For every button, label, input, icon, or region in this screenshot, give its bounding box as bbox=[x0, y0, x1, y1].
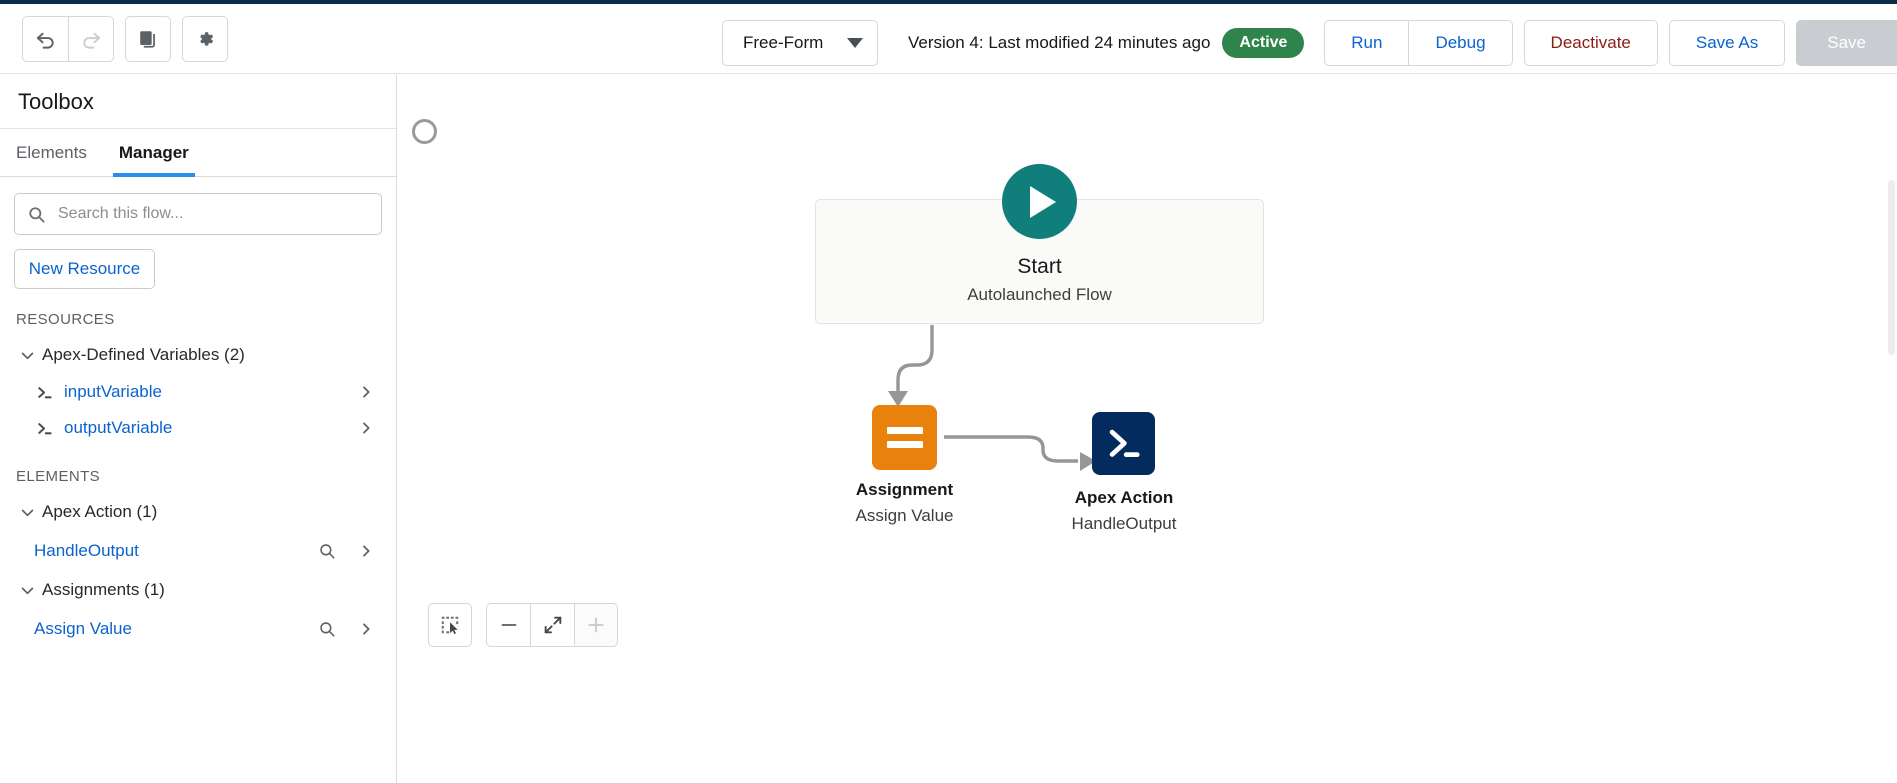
apex-console-icon bbox=[1092, 412, 1155, 475]
start-play-button[interactable] bbox=[1002, 164, 1077, 239]
resource-item-label: inputVariable bbox=[64, 382, 162, 401]
undo-redo-group bbox=[22, 15, 114, 62]
assignment-node[interactable] bbox=[872, 405, 937, 470]
search-input[interactable] bbox=[56, 204, 369, 224]
zoom-button-group bbox=[486, 603, 618, 647]
flow-version-text: Version 4: Last modified 24 minutes ago bbox=[908, 33, 1211, 52]
new-resource-container: New Resource bbox=[0, 235, 396, 289]
assignment-node-label: Assignment Assign Value bbox=[802, 480, 1007, 526]
apex-variable-icon bbox=[34, 382, 64, 403]
zoom-in-icon bbox=[588, 617, 604, 633]
resource-item-inputvariable[interactable]: inputVariable bbox=[0, 374, 396, 410]
layout-mode-select[interactable]: Free-Form bbox=[722, 20, 878, 66]
search-container bbox=[0, 177, 396, 235]
equals-icon-bar2 bbox=[886, 441, 923, 448]
flow-settings-button[interactable] bbox=[182, 15, 228, 62]
equals-icon bbox=[886, 427, 923, 434]
element-item-actions bbox=[318, 620, 382, 638]
assignment-node-subtitle: Assign Value bbox=[855, 506, 954, 525]
start-node-title: Start bbox=[1017, 254, 1062, 278]
run-debug-group: Run Debug bbox=[1324, 20, 1513, 66]
layout-mode-value: Free-Form bbox=[743, 33, 824, 52]
element-item-handleoutput[interactable]: HandleOutput bbox=[0, 531, 396, 571]
elements-section-label: ELEMENTS bbox=[16, 468, 101, 485]
marquee-select-icon bbox=[441, 616, 459, 635]
element-item-actions bbox=[318, 542, 382, 560]
header-action-buttons: Run Debug Deactivate Save As Save bbox=[1324, 8, 1897, 78]
zoom-out-icon bbox=[501, 623, 516, 627]
canvas-zoom-controls bbox=[428, 603, 618, 647]
resource-item-outputvariable[interactable]: outputVariable bbox=[0, 410, 396, 446]
copy-icon bbox=[140, 30, 155, 48]
element-group-label: Apex Action (1) bbox=[42, 502, 158, 521]
resource-group-label: Apex-Defined Variables (2) bbox=[42, 345, 245, 364]
tab-elements[interactable]: Elements bbox=[16, 142, 87, 162]
tab-manager[interactable]: Manager bbox=[112, 129, 195, 177]
assignment-node-title: Assignment bbox=[855, 480, 954, 499]
debug-button[interactable]: Debug bbox=[1408, 20, 1513, 66]
apex-action-node[interactable] bbox=[1092, 412, 1155, 475]
zoom-to-fit-button[interactable] bbox=[530, 603, 574, 647]
canvas-vertical-scrollbar[interactable] bbox=[1888, 180, 1895, 355]
redo-button[interactable] bbox=[68, 15, 114, 62]
chevron-right-icon[interactable] bbox=[358, 621, 374, 637]
chevron-down-icon bbox=[16, 347, 38, 364]
status-badge: Active bbox=[1222, 28, 1305, 58]
chevron-right-icon[interactable] bbox=[358, 384, 374, 400]
resource-item-label: outputVariable bbox=[64, 418, 173, 437]
connector-assignment-to-apex bbox=[944, 435, 1078, 463]
zoom-in-button[interactable] bbox=[574, 603, 618, 647]
undo-icon bbox=[36, 32, 54, 49]
save-button[interactable]: Save bbox=[1796, 20, 1897, 66]
play-icon bbox=[1030, 185, 1056, 218]
redo-icon bbox=[82, 32, 100, 49]
apex-action-node-subtitle: HandleOutput bbox=[1071, 514, 1177, 533]
resource-item-actions bbox=[358, 420, 382, 436]
chevron-right-icon[interactable] bbox=[358, 543, 374, 559]
locate-element-icon[interactable] bbox=[318, 620, 336, 638]
chevron-down-icon bbox=[16, 582, 38, 599]
apex-variable-icon bbox=[34, 418, 64, 439]
save-as-button[interactable]: Save As bbox=[1668, 20, 1786, 66]
resource-item-actions bbox=[358, 384, 382, 400]
flow-header-toolbar: Free-Form Version 4: Last modified 24 mi… bbox=[0, 4, 1897, 74]
apex-action-status-badge bbox=[412, 119, 437, 144]
marquee-select-button[interactable] bbox=[428, 603, 472, 647]
apex-action-node-label: Apex Action HandleOutput bbox=[1022, 488, 1226, 534]
element-group-assignments[interactable]: Assignments (1) bbox=[0, 571, 396, 609]
fit-to-view-icon bbox=[544, 616, 561, 634]
apex-action-node-title: Apex Action bbox=[1074, 488, 1174, 507]
chevron-down-icon bbox=[847, 38, 863, 48]
header-center-info: Free-Form Version 4: Last modified 24 mi… bbox=[722, 8, 1305, 78]
element-item-label: HandleOutput bbox=[34, 541, 139, 560]
search-box[interactable] bbox=[14, 193, 382, 235]
chevron-right-icon[interactable] bbox=[358, 420, 374, 436]
undo-button[interactable] bbox=[22, 15, 68, 62]
run-button[interactable]: Run bbox=[1324, 20, 1409, 66]
toolbox-panel: Toolbox Elements Manager New Resource RE… bbox=[0, 75, 397, 783]
element-item-label: Assign Value bbox=[34, 619, 132, 638]
top-accent-strip bbox=[0, 0, 1897, 4]
toolbox-title: Toolbox bbox=[0, 75, 396, 129]
gear-icon bbox=[200, 31, 213, 46]
new-resource-button[interactable]: New Resource bbox=[14, 249, 155, 289]
element-item-assign-value[interactable]: Assign Value bbox=[0, 609, 396, 649]
search-icon bbox=[29, 206, 45, 223]
header-left-tools bbox=[0, 15, 228, 62]
locate-element-icon[interactable] bbox=[318, 542, 336, 560]
chevron-down-icon bbox=[16, 504, 38, 521]
toolbox-tabs: Elements Manager bbox=[0, 129, 396, 177]
element-group-label: Assignments (1) bbox=[42, 580, 165, 599]
resource-group-apex-defined-variables[interactable]: Apex-Defined Variables (2) bbox=[0, 336, 396, 374]
flow-canvas[interactable]: Start Autolaunched Flow Assignment Assig… bbox=[398, 75, 1897, 783]
element-group-apex-action[interactable]: Apex Action (1) bbox=[0, 493, 396, 531]
copy-element-button[interactable] bbox=[125, 15, 171, 62]
zoom-out-button[interactable] bbox=[486, 603, 530, 647]
deactivate-button[interactable]: Deactivate bbox=[1523, 20, 1658, 66]
start-node-subtitle: Autolaunched Flow bbox=[967, 285, 1112, 304]
resources-section-label: RESOURCES bbox=[16, 311, 115, 328]
connector-start-to-assignment bbox=[896, 325, 934, 393]
